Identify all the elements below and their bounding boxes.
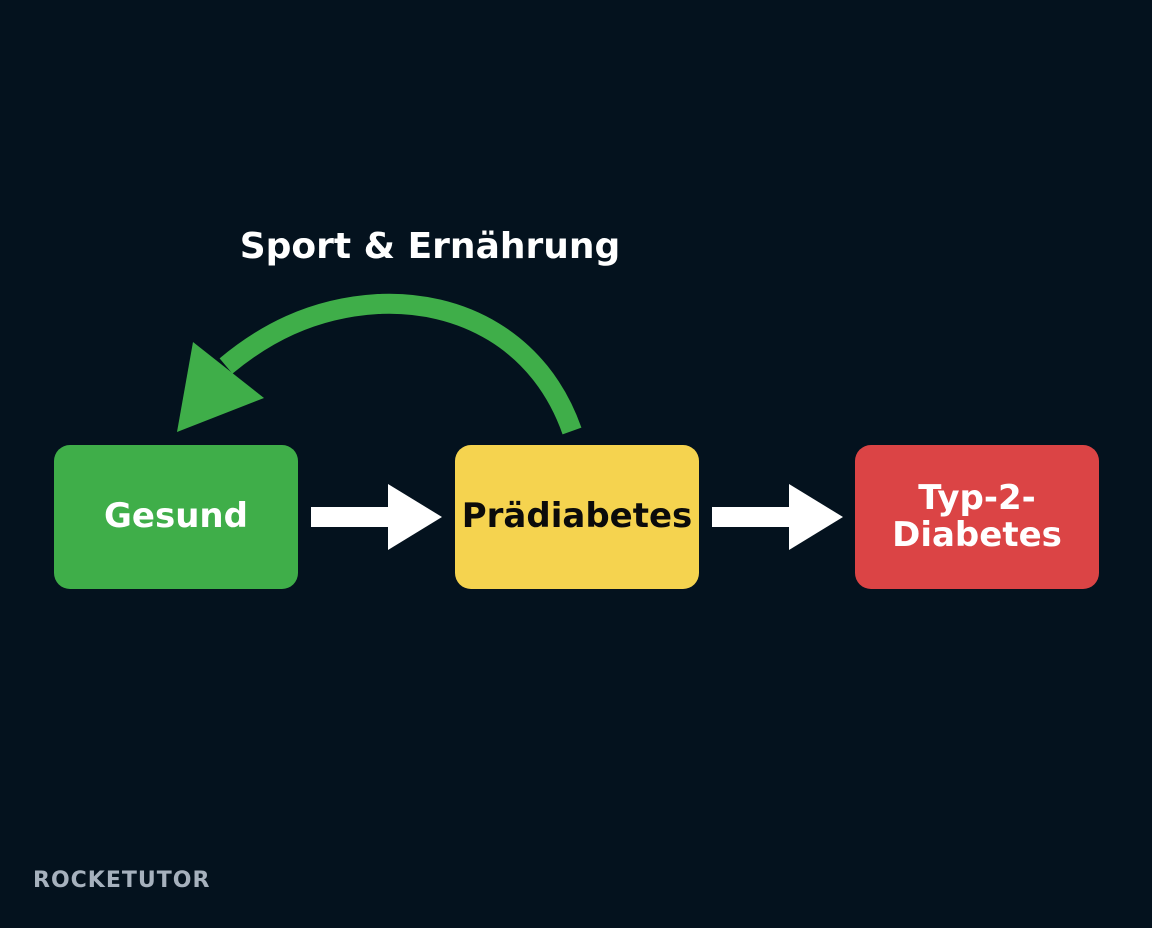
loop-label: Sport & Ernährung — [239, 226, 621, 267]
arrow-prediabetes-to-diabetes — [712, 484, 843, 550]
stage-label-prediabetes: Prädiabetes — [461, 496, 693, 537]
stage-label-healthy: Gesund — [104, 496, 248, 537]
stage-box-diabetes: Typ-2-Diabetes — [855, 445, 1099, 589]
loop-arrow-prediabetes-to-healthy — [177, 293, 582, 435]
brand-logo: ROCKETUTOR — [33, 868, 210, 893]
stage-box-prediabetes: Prädiabetes — [455, 445, 699, 589]
stage-label-diabetes: Typ-2-Diabetes — [892, 477, 1062, 555]
brand-logo-text: ROCKETUTOR — [33, 868, 211, 893]
stage-box-healthy: Gesund — [54, 445, 298, 589]
arrow-healthy-to-prediabetes — [311, 484, 442, 550]
